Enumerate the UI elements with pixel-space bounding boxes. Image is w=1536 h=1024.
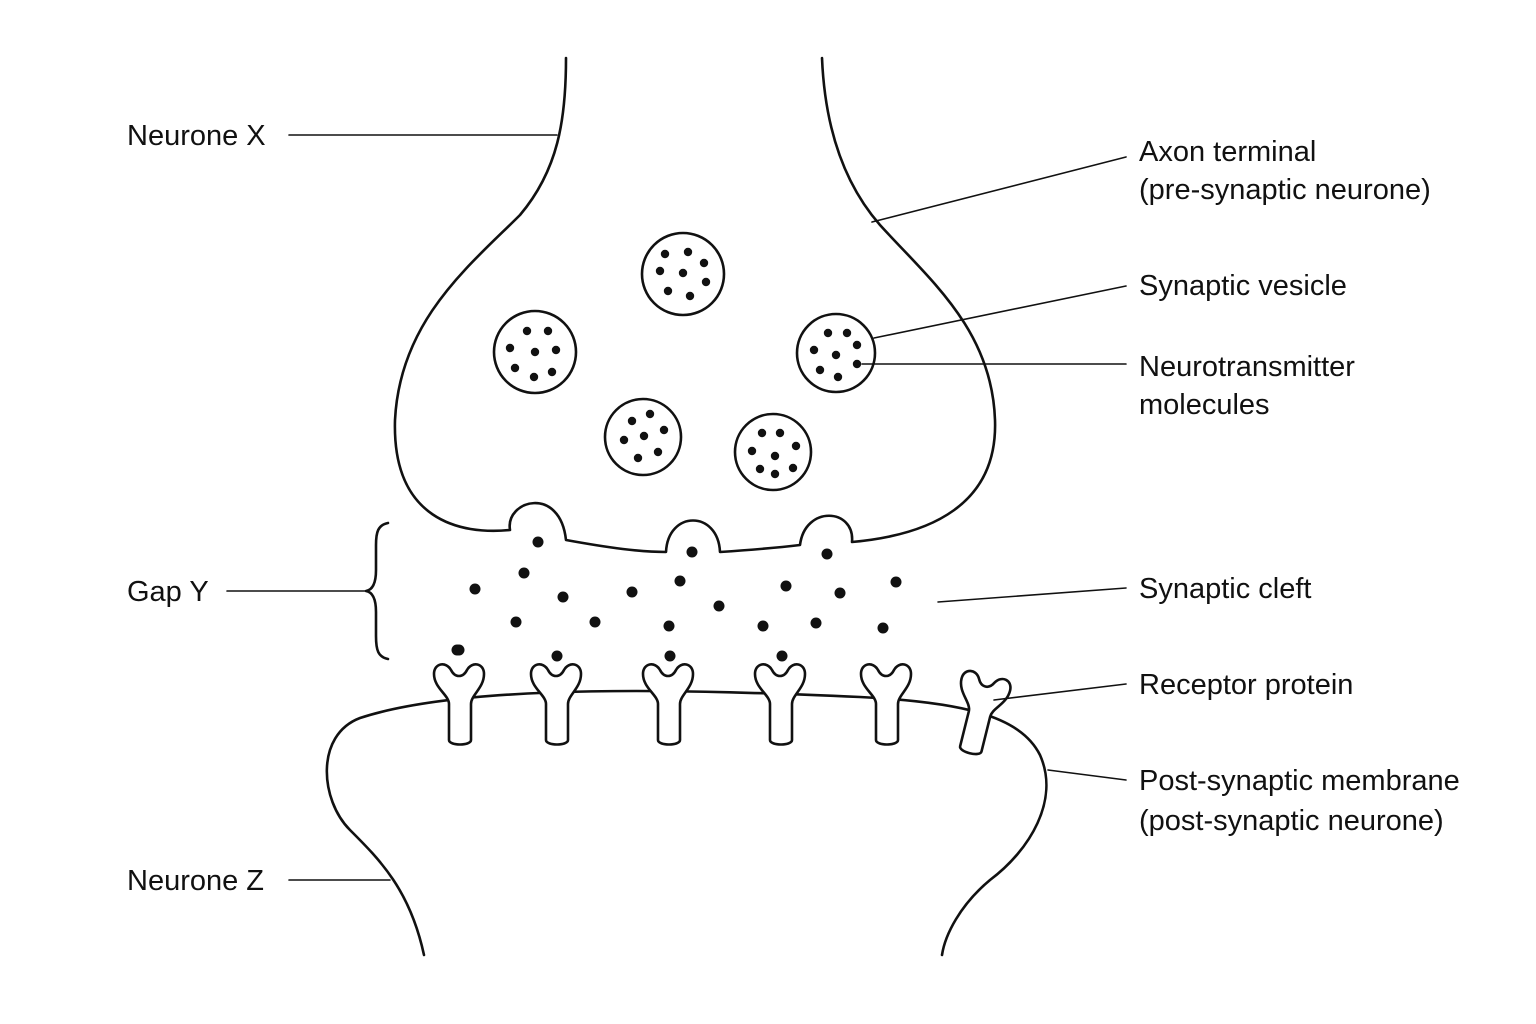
gap-brace (364, 521, 390, 661)
label-neurone-x: Neurone X (127, 120, 266, 152)
leader-synaptic-vesicle (873, 285, 1127, 339)
leader-synaptic-cleft (937, 587, 1127, 603)
label-post-synaptic-membrane: Post-synaptic membrane (post-synaptic ne… (1139, 765, 1468, 837)
leader-receptor-protein (993, 683, 1127, 701)
receptor-protein (641, 663, 695, 746)
synaptic-vesicles (492, 231, 877, 492)
receptor-protein-tilted (958, 669, 1012, 756)
label-synaptic-vesicle: Synaptic vesicle (1139, 270, 1347, 302)
receptor-protein (529, 663, 583, 746)
label-neurotransmitter: Neurotransmitter molecules (1139, 351, 1363, 421)
leader-post-synaptic-membrane (1047, 769, 1127, 781)
label-neurone-z: Neurone Z (127, 865, 264, 897)
neurotransmitter-molecules (451, 536, 902, 662)
vesicle (603, 397, 683, 477)
bound-neurotransmitters (453, 644, 465, 656)
label-synaptic-cleft: Synaptic cleft (1139, 573, 1311, 605)
receptor-protein (859, 663, 913, 746)
label-gap-y: Gap Y (127, 576, 209, 608)
label-axon-terminal: Axon terminal (pre-synaptic neurone) (1139, 136, 1431, 206)
receptor-protein (753, 663, 807, 746)
vesicle (640, 231, 726, 317)
vesicle (492, 309, 578, 395)
axon-terminal-outline (393, 56, 997, 554)
leader-axon-terminal (871, 156, 1127, 223)
vesicle (733, 412, 813, 492)
vesicle (795, 312, 877, 394)
receptor-proteins (432, 663, 1012, 756)
receptor-protein (432, 663, 486, 746)
post-synaptic-outline (325, 689, 1048, 957)
leader-lines (226, 134, 1127, 881)
label-receptor-protein: Receptor protein (1139, 669, 1353, 701)
